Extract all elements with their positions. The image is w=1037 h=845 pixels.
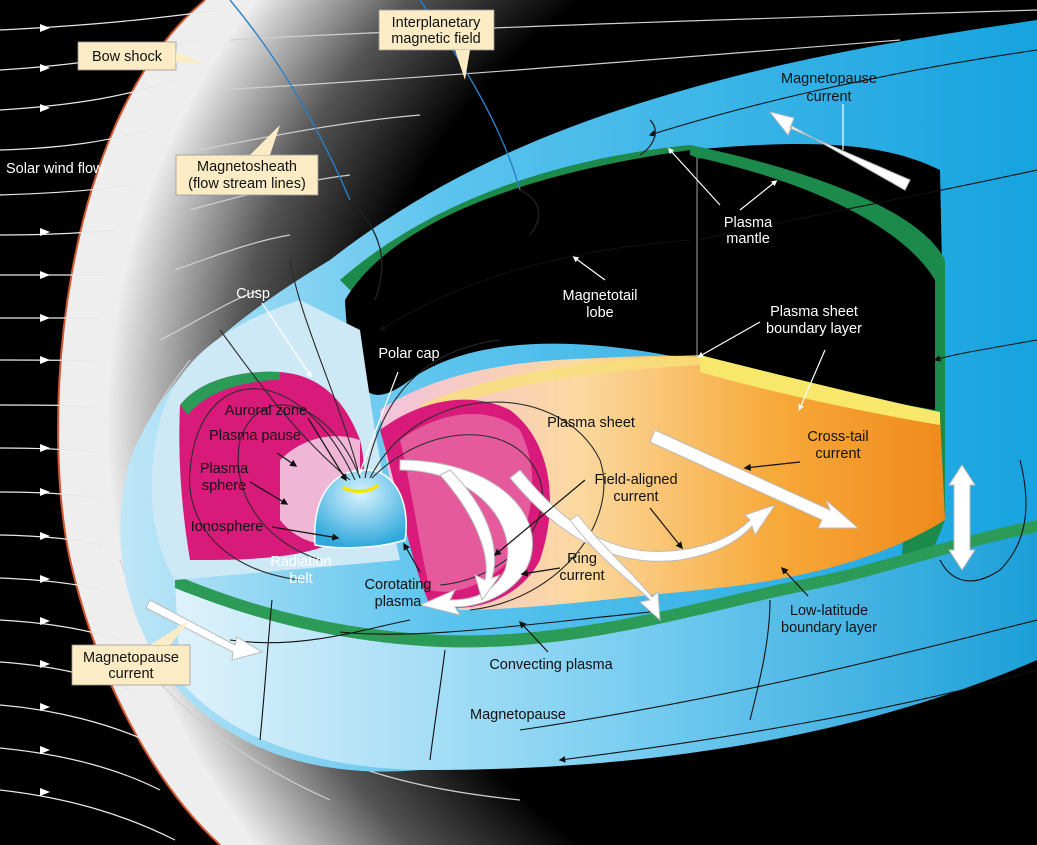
field-aligned-arrow-3 (569, 514, 661, 622)
label-box-mp-current-low: Magnetopause current (71, 620, 191, 686)
plasma-sheet-label: Plasma sheet (547, 415, 635, 431)
lower-magnetosphere (175, 530, 1037, 770)
vertical-double-arrow (948, 464, 976, 571)
radiation-belt-label-2: belt (289, 571, 312, 587)
label-box-bow-shock: Bow shock (77, 41, 205, 71)
plasma-sphere-label-2: sphere (202, 478, 246, 494)
bow-shock-label: Bow shock (92, 49, 163, 65)
mp-current-arrow-low (145, 599, 264, 661)
imf-label-2: magnetic field (391, 31, 480, 47)
labels: Magnetopause current Solar wind flow Pla… (6, 71, 877, 723)
mp-current-low-label-1: Magnetopause (83, 650, 179, 666)
cross-tail-label-1: Cross-tail (807, 429, 868, 445)
plasma-mantle-label-2: mantle (726, 231, 770, 247)
mp-current-arrow-top (768, 111, 911, 191)
plasma-sphere-label-1: Plasma (200, 461, 249, 477)
bow-shock-edge (57, 0, 221, 845)
solar-wind-arrowheads (40, 24, 50, 796)
inner-field-lines (188, 259, 605, 611)
cross-tail-label-2: current (815, 446, 860, 462)
field-aligned-label-2: current (613, 489, 658, 505)
cusp-label: Cusp (236, 286, 270, 302)
ring-current-label-1: Ring (567, 551, 597, 567)
corotating-label-2: plasma (375, 594, 423, 610)
convecting-label: Convecting plasma (489, 657, 613, 673)
label-box-magnetosheath: Magnetosheath (flow stream lines) (175, 125, 319, 196)
tail-face-blue (700, 158, 935, 410)
magnetopause-label: Magnetopause (470, 707, 566, 723)
plasma-pause-label: Plasma pause (209, 428, 301, 444)
imf-label-1: Interplanetary (392, 15, 481, 31)
mp-current-low-label-2: current (108, 666, 153, 682)
solar-wind-streamlines (0, 9, 221, 841)
solar-wind-label: Solar wind flow (6, 161, 104, 177)
ionosphere (313, 469, 407, 549)
leader-lines-dark (249, 417, 809, 653)
leader-lines (261, 104, 844, 475)
radiation-belt-label-1: Radiation (270, 554, 331, 570)
magnetotail-label-1: Magnetotail (563, 288, 638, 304)
label-box-imf: Interplanetary magnetic field (378, 9, 495, 80)
mp-current-top-label-2: current (806, 89, 851, 105)
polar-cap-label: Polar cap (378, 346, 439, 362)
psbl-label-1: Plasma sheet (770, 304, 858, 320)
ionosphere-label: Ionosphere (191, 519, 264, 535)
magnetosheath-label-2: (flow stream lines) (188, 176, 306, 192)
auroral-zone-label: Auroral zone (225, 403, 307, 419)
low-latitude-label-2: boundary layer (781, 620, 877, 636)
low-latitude-label-1: Low-latitude (790, 603, 868, 619)
magnetotail-label-2: lobe (586, 305, 613, 321)
current-arrows (145, 111, 976, 661)
plasma-mantle-label-1: Plasma (724, 215, 773, 231)
tail-field-lines (229, 49, 1037, 763)
cross-tail-arrow (649, 429, 860, 529)
auroral-oval (341, 483, 380, 493)
corotating-label-1: Corotating (365, 577, 432, 593)
field-aligned-arrow-1 (439, 469, 502, 602)
psbl-label-2: boundary layer (766, 321, 862, 337)
ring-current-label-2: current (559, 568, 604, 584)
plasma-sheet-boundary-layer (700, 355, 940, 425)
magnetosheath-label-1: Magnetosheath (197, 159, 297, 175)
field-aligned-label-1: Field-aligned (594, 472, 677, 488)
ring-current-arrow (399, 459, 533, 616)
mp-current-top-label-1: Magnetopause (781, 71, 877, 87)
field-aligned-arrow-2 (509, 469, 777, 562)
